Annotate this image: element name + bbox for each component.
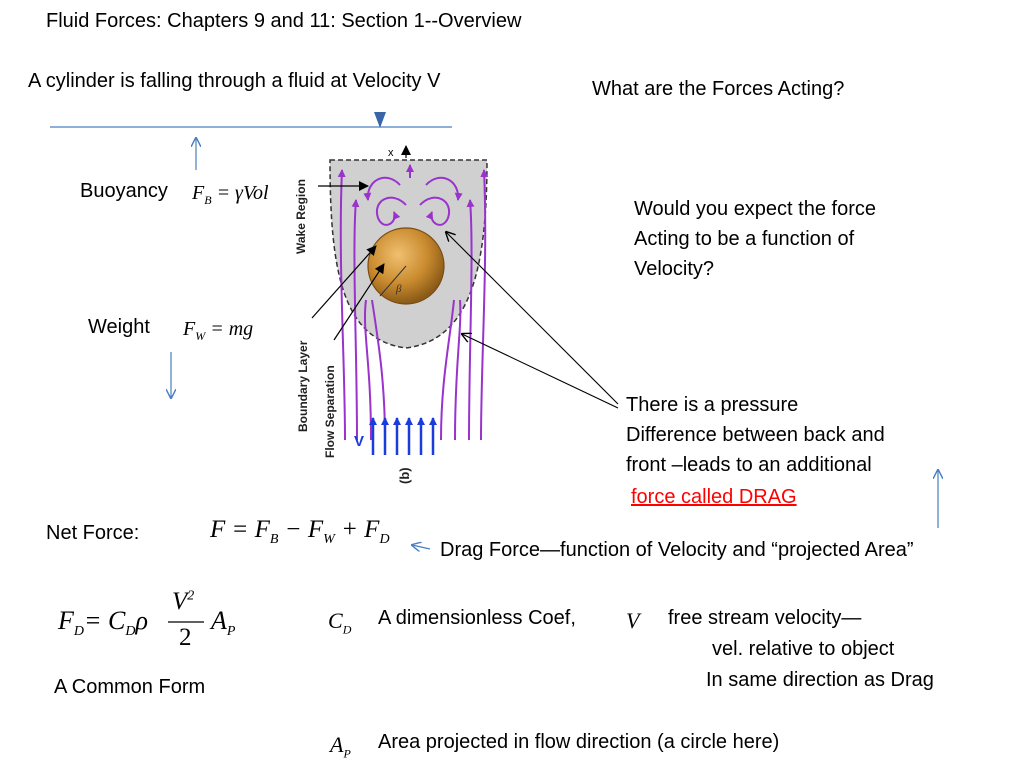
net-force-label: Net Force: [46,522,140,544]
slide-title: Fluid Forces: Chapters 9 and 11: Section… [46,10,522,32]
beta-label: β [395,283,402,295]
pressure-note-line-3: front –leads to an additional [626,454,872,476]
pressure-pointer-front [446,232,619,405]
x-axis-label: x [388,147,394,159]
surface-marker-icon [374,112,386,128]
flow-separation-label: Flow Separation [323,365,337,458]
v-description-line-1: free stream velocity— [668,607,862,629]
ap-description: Area projected in flow direction (a circ… [378,731,780,753]
weight-equation: FW = mg [183,318,254,343]
pressure-pointer-back [462,334,619,409]
drag-link[interactable]: force called DRAG [631,486,797,508]
cd-symbol: CD [328,608,352,637]
expectation-line-1: Would you expect the force [634,198,876,220]
drag-eq-denominator: 2 [179,624,192,651]
subtitle: A cylinder is falling through a fluid at… [28,70,441,92]
pressure-note-line-2: Difference between back and [626,424,885,446]
v-symbol: V [626,608,640,633]
expectation-line-3: Velocity? [634,258,715,280]
drag-function-note: Drag Force—function of Velocity and “pro… [440,539,914,561]
cd-description: A dimensionless Coef, [378,607,576,629]
panel-label: (b) [397,467,412,484]
weight-label: Weight [88,316,150,338]
drag-eq-numerator: V2 [172,588,195,615]
buoyancy-equation: FB = γVol [192,182,269,207]
net-force-equation: F = FB − FW + FD [210,516,390,547]
ap-symbol: AP [330,732,351,761]
wake-region-label: Wake Region [294,179,308,254]
v-description-line-3: In same direction as Drag [706,669,934,691]
common-form-label: A Common Form [54,676,206,698]
v-description-line-2: vel. relative to object [712,638,895,660]
buoyancy-label: Buoyancy [80,180,168,202]
pressure-note-line-1: There is a pressure [626,394,799,416]
drag-note-arrow-icon [412,545,431,549]
drag-eq-tail: AP [211,606,236,640]
velocity-label: V [354,433,364,450]
flow-figure: β V x Wake Region Boundary Layer Flow Se… [294,145,489,484]
expectation-line-2: Acting to be a function of [634,228,855,250]
question: What are the Forces Acting? [592,78,845,100]
drag-equation: FD= CDρ [58,606,149,640]
boundary-layer-label: Boundary Layer [296,340,310,432]
